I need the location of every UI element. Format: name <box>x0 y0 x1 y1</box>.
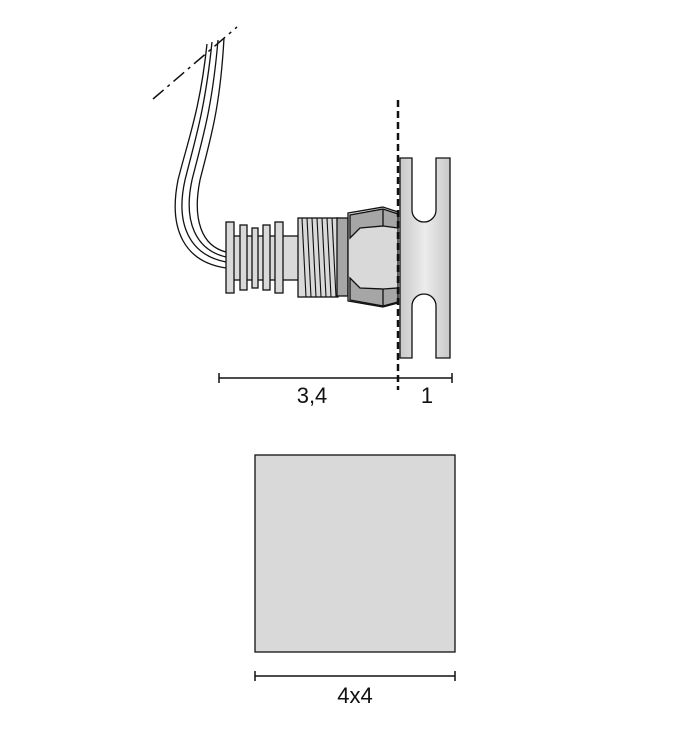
mounting-flange <box>399 157 451 359</box>
flange-label: 1 <box>421 383 433 408</box>
face-dimension <box>254 671 456 681</box>
cable-wires <box>174 37 227 269</box>
center-line <box>152 26 238 100</box>
hex-nut <box>347 206 399 308</box>
length-label: 3,4 <box>297 383 328 408</box>
face-label: 4x4 <box>337 683 372 708</box>
length-dimension <box>218 373 453 383</box>
cooling-fins <box>225 221 284 294</box>
threaded-body <box>297 217 349 298</box>
front-face <box>254 454 456 653</box>
